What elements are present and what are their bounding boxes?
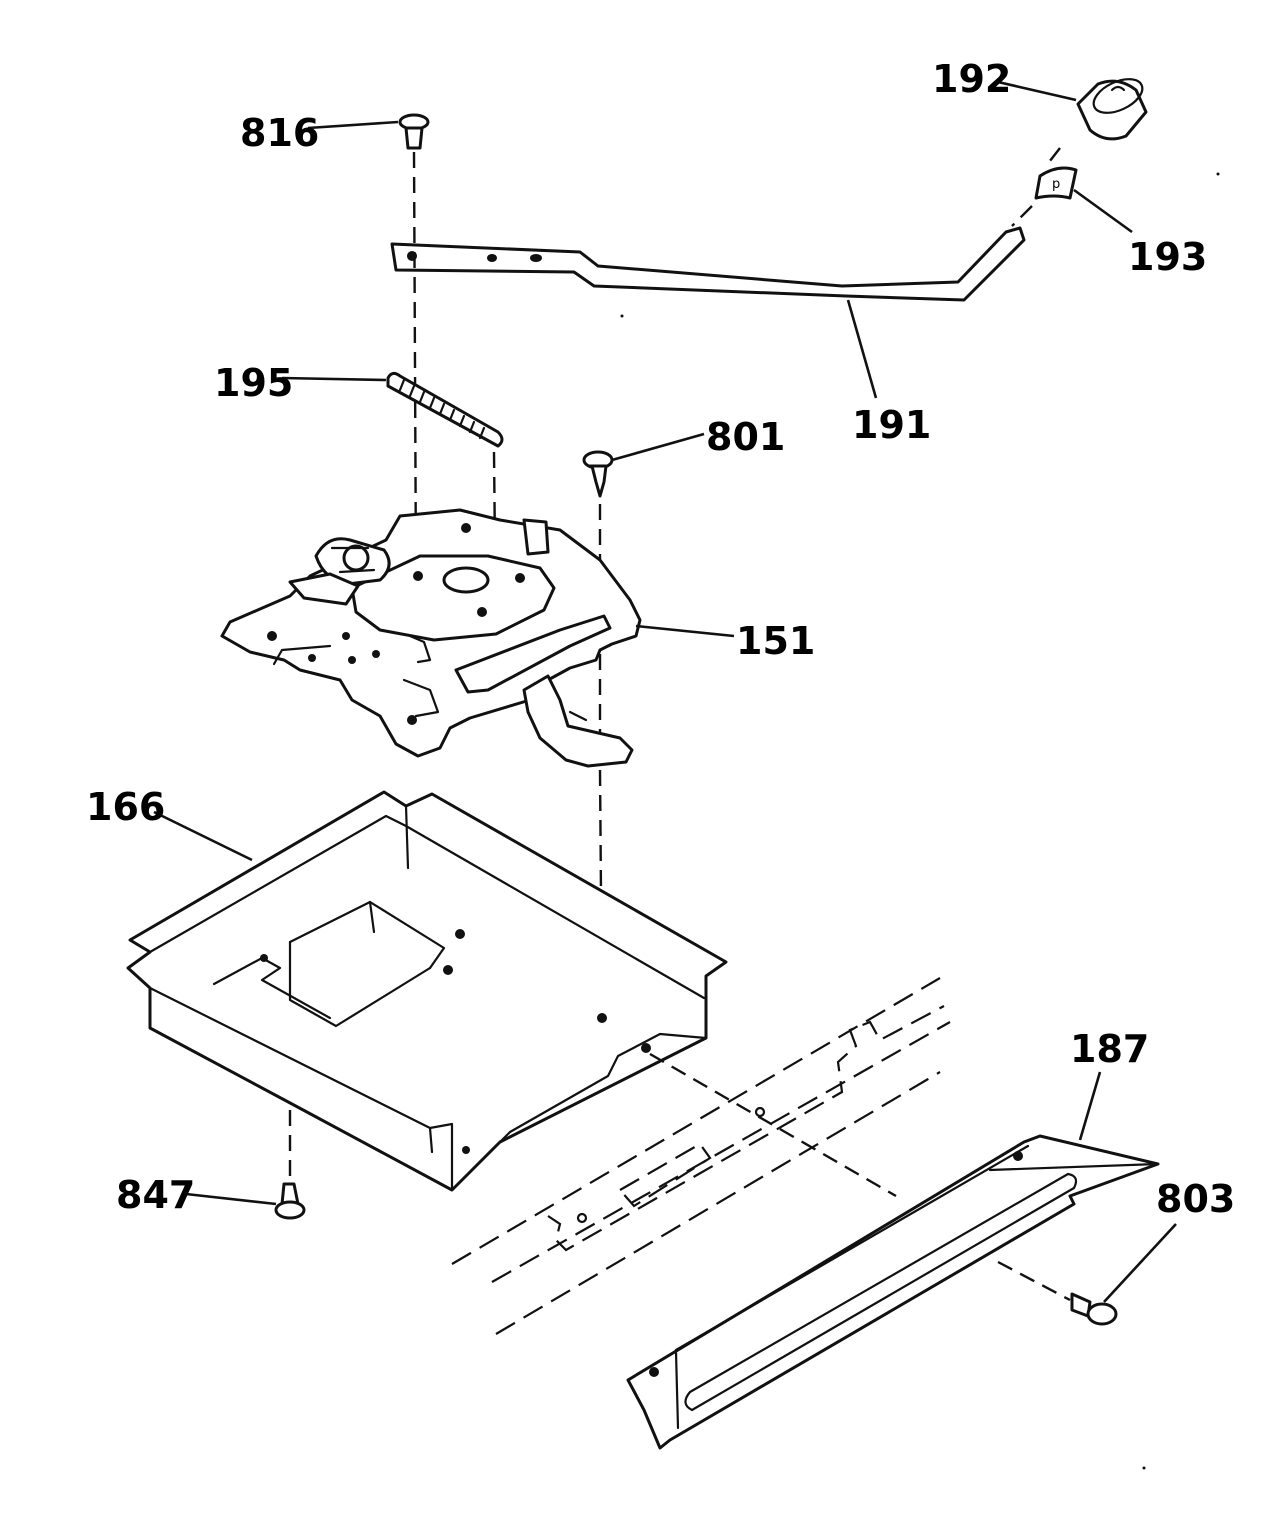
callout-166: 166	[86, 785, 165, 829]
callout-187: 187	[1070, 1027, 1149, 1071]
part-166-base-pan	[126, 790, 728, 1192]
callout-192: 192	[932, 57, 1011, 101]
align-line-193-191	[1011, 205, 1033, 227]
align-line-192-193	[1045, 147, 1061, 167]
callouts: 816 192 193 191 195 801 151 166 187 803 …	[86, 57, 1235, 1221]
svg-text:p: p	[1052, 177, 1060, 192]
callout-193: 193	[1128, 235, 1207, 279]
scan-speck	[620, 314, 624, 318]
callout-816: 816	[240, 111, 319, 155]
align-line-816	[412, 151, 418, 581]
phantom-rail	[451, 977, 951, 1335]
align-line-166-187	[649, 1052, 897, 1198]
scan-speck	[1216, 172, 1220, 176]
align-line-803	[997, 1260, 1071, 1302]
callout-803: 803	[1156, 1177, 1235, 1221]
part-192-knob	[1076, 78, 1148, 141]
part-803-screw	[1070, 1292, 1118, 1326]
leader-lines	[153, 80, 1177, 1303]
part-816-screw	[398, 113, 430, 150]
scan-speck	[1142, 1466, 1146, 1470]
callout-847: 847	[116, 1173, 195, 1217]
part-847-screw	[274, 1182, 306, 1220]
part-187-bracket	[626, 1134, 1160, 1450]
callout-191: 191	[852, 403, 931, 447]
part-191-rod	[390, 226, 1026, 302]
part-151-latch-assembly	[220, 508, 642, 768]
part-801-screw	[582, 450, 614, 498]
part-195-spring	[386, 371, 504, 448]
part-193-clip: p	[1034, 166, 1078, 200]
callout-151: 151	[736, 619, 815, 663]
callout-195: 195	[214, 361, 293, 405]
callout-801: 801	[706, 415, 785, 459]
